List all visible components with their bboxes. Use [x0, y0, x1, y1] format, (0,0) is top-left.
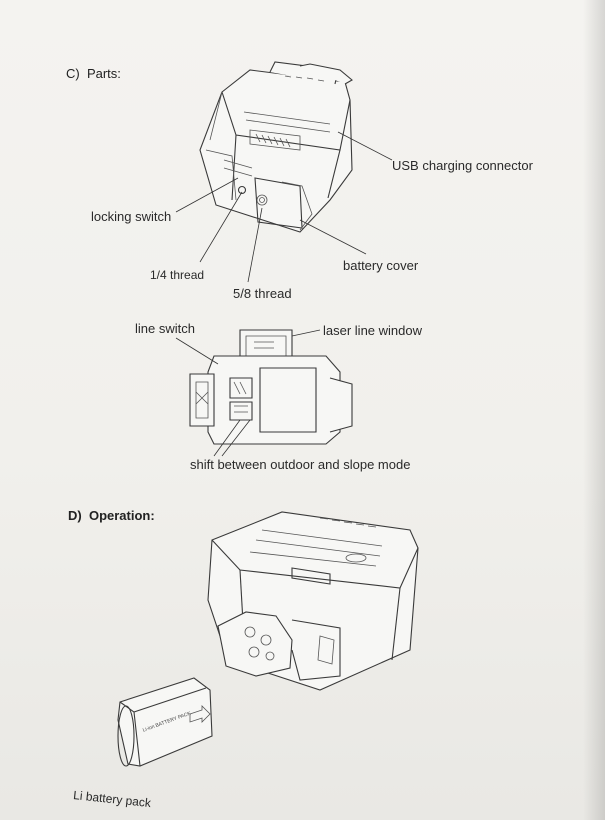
battery-pack-drawing	[117, 677, 213, 767]
device-parts-drawing	[199, 61, 353, 233]
label-usb-charging-connector: USB charging connector	[392, 158, 533, 173]
label-locking-switch: locking switch	[91, 209, 172, 224]
label-shift-mode: shift between outdoor and slope mode	[190, 457, 411, 472]
parts-leader-lines	[175, 131, 393, 283]
label-five-eighths-thread: 5/8 thread	[233, 286, 292, 301]
label-laser-line-window: laser line window	[323, 323, 422, 338]
section-letter-operation: D)	[68, 508, 82, 523]
section-title-operation: Operation:	[88, 508, 155, 523]
front-leader-lines	[175, 329, 321, 457]
section-letter-parts: C)	[66, 66, 80, 81]
section-heading-operation: D) Operation:	[68, 508, 155, 523]
section-heading-parts: C) Parts:	[66, 66, 121, 81]
label-quarter-thread: 1/4 thread	[150, 268, 205, 282]
device-operation-drawing	[207, 511, 419, 691]
label-line-switch: line switch	[135, 321, 195, 336]
device-front-drawing	[189, 329, 353, 445]
label-battery-cover: battery cover	[343, 258, 419, 273]
section-title-parts: Parts:	[86, 66, 121, 81]
page-edge-shadow	[583, 0, 605, 820]
